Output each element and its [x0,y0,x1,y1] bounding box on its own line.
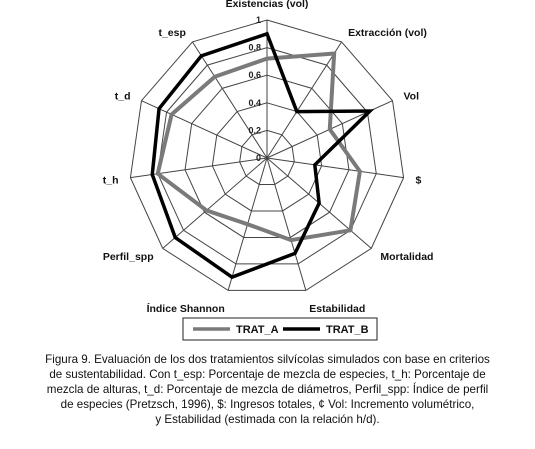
grid-ring [129,19,405,291]
caption-line: de especies (Pretzsch, 1996), $: Ingreso… [60,398,475,411]
tick-label: 0.4 [248,98,261,108]
grid-spoke [191,41,268,159]
grid-spoke [266,157,307,291]
grid-ring [239,129,295,185]
axis-label: $ [415,174,421,186]
tick-label: 0.8 [248,43,261,53]
axis-label: t_esp [158,27,185,39]
axis-label: Vol [403,91,419,103]
grid-spoke [141,100,268,159]
legend: TRAT_A TRAT_B [182,317,378,341]
caption-line: de sustentabilidad. Con t_esp: Porcentaj… [49,368,486,381]
grid-ring [211,102,323,212]
series-line-trat-a [155,51,362,243]
axis-labels: Existencias (vol) Extracción (vol) Vol $ Mor… [103,0,434,315]
tick-label: 0.2 [248,125,261,135]
axis-label: Extracción (vol) [348,27,427,39]
radial-tick-labels: 0 0.2 0.4 0.6 0.8 1 [248,15,261,163]
figure-caption: Figura 9. Evaluación de los dos tratamie… [0,352,535,427]
grid-spoke [162,157,268,249]
caption-line: mezcla de alturas, t_d: Porcentaje de me… [46,383,489,396]
caption-line: Figura 9. Evaluación de los dos tratamie… [45,353,490,366]
series-line-trat-b [150,31,375,280]
radar-chart: 0 0.2 0.4 0.6 0.8 1 Existencias (vol) Extracci… [103,0,434,341]
tick-label: 0 [256,153,261,163]
legend-box [182,317,378,341]
legend-label-trat-b: TRAT_B [326,324,369,336]
axis-label: Existencias (vol) [226,0,309,10]
grid-spoke [266,41,343,159]
tick-label: 0.6 [248,70,261,80]
axis-label: t_h [103,174,119,186]
tick-label: 1 [256,15,261,25]
axis-label: t_d [115,91,131,103]
axis-label: Estabilidad [309,303,365,315]
caption-line: y Estabilidad (estimada con la relación … [155,413,380,426]
axis-label: Índice Shannon [147,302,225,315]
grid-spoke [266,157,404,179]
legend-label-trat-a: TRAT_A [236,324,279,336]
axis-label: Mortalidad [380,251,433,263]
radar-series [150,31,375,280]
axis-label: Perfil_spp [103,251,154,263]
grid-ring [184,74,350,238]
